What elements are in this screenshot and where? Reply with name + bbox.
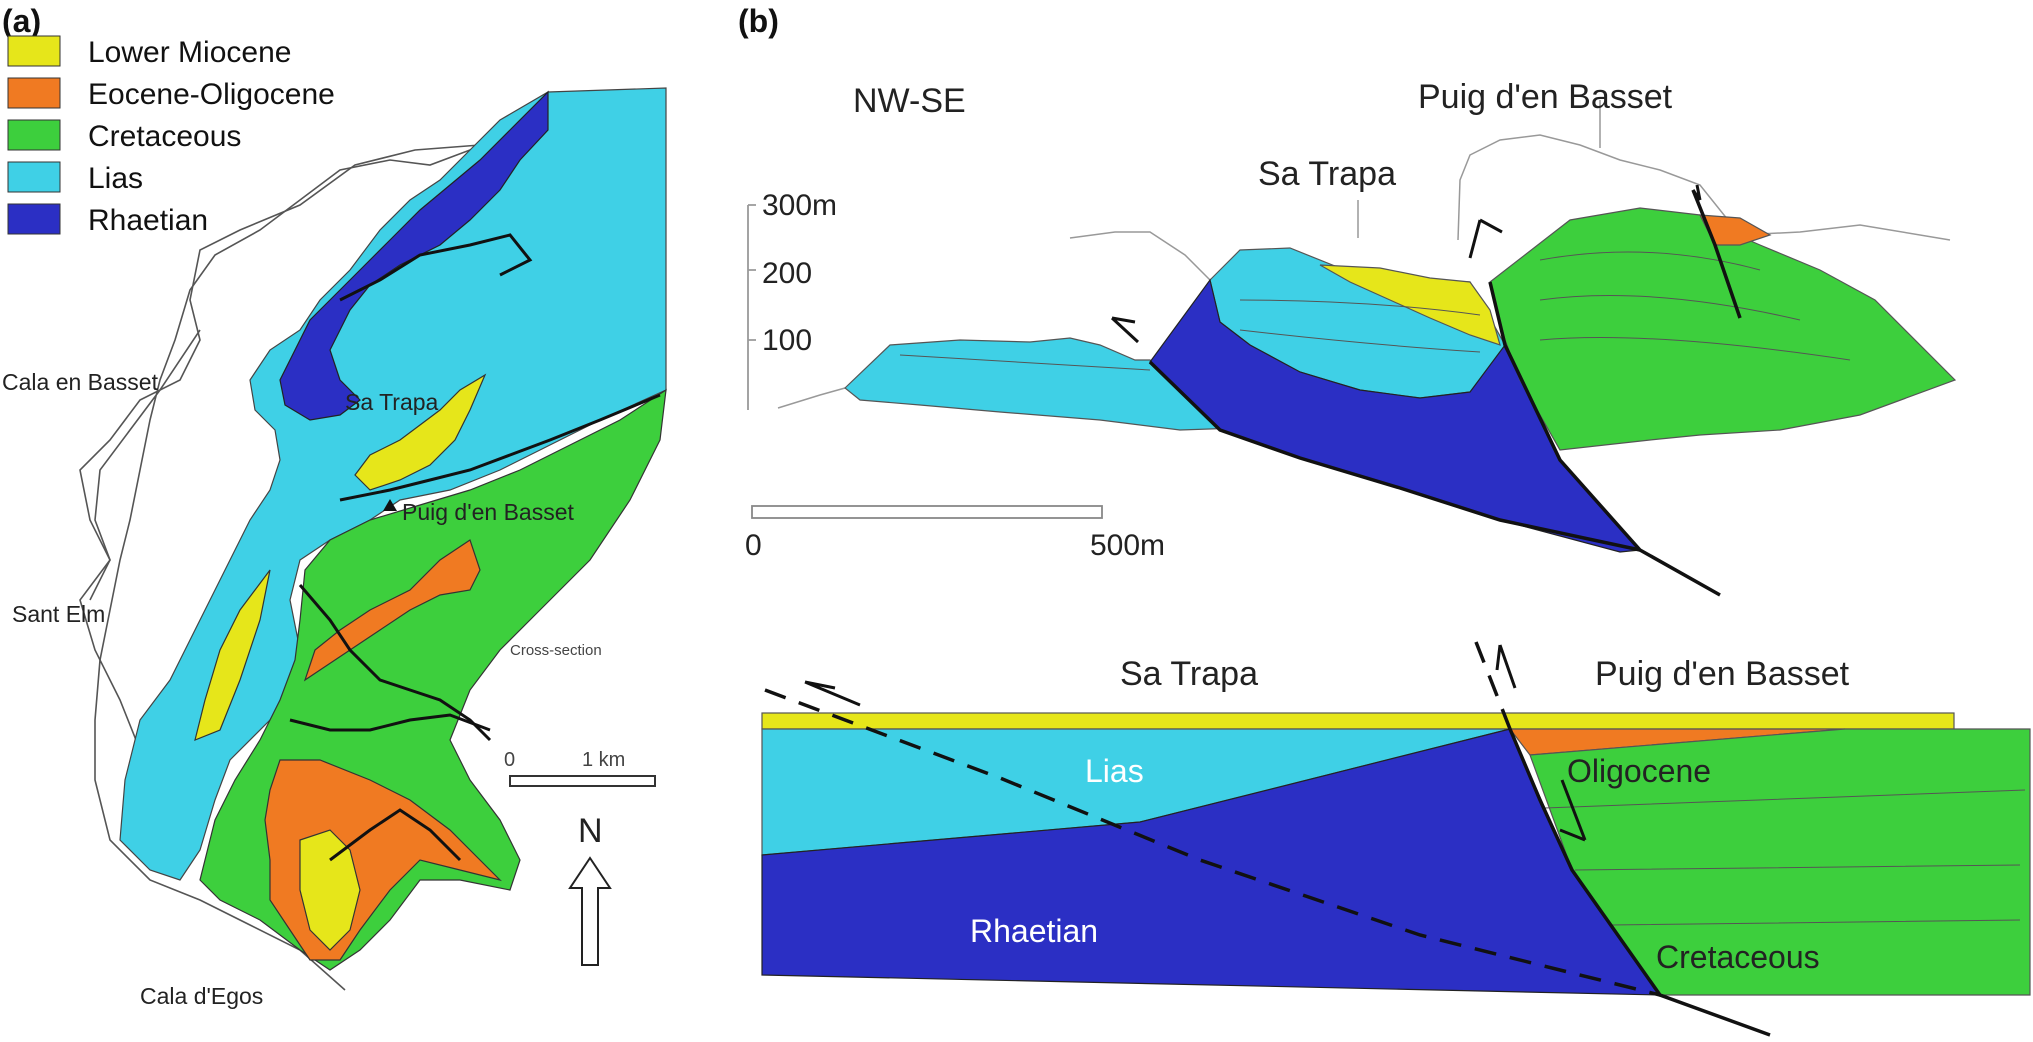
lower-section: Sa Trapa Puig d'en Basset Lias Oligocene…	[761, 641, 2031, 1037]
panel-a: (a) Lower Miocene Eocene-Oligocene Cr	[2, 3, 667, 1009]
place-puig-den-basset: Puig d'en Basset	[402, 499, 575, 525]
section-fault-thrust	[1148, 360, 1641, 552]
map-unit-lower-miocene-west	[194, 569, 271, 741]
legend-swatch-lias	[7, 161, 61, 193]
thrust-fault-3	[298, 584, 492, 742]
north-arrow-icon: N	[568, 812, 612, 966]
north-arrow-shape	[568, 856, 612, 966]
place-cala-en-basset: Cala en Basset	[2, 369, 159, 395]
section-bedding-lines	[899, 251, 1851, 371]
horizontal-scale-zero: 0	[745, 529, 762, 562]
vertical-scale-line	[747, 204, 756, 410]
place-sant-elm: Sant Elm	[12, 601, 105, 627]
legend-swatch-lower-miocene	[7, 35, 61, 67]
section-cretaceous-upper	[1489, 207, 1957, 451]
legend-label-lias: Lias	[88, 162, 143, 195]
vertical-scale-300m: 300m	[762, 189, 837, 222]
legend-label-eocene-oligocene: Eocene-Oligocene	[88, 78, 335, 111]
fault-arrow-icon-2	[1468, 218, 1503, 259]
north-arrow-label: N	[578, 812, 603, 850]
legend-label-cretaceous: Cretaceous	[88, 120, 241, 153]
peak-sa-trapa: Sa Trapa	[1258, 155, 1396, 193]
map-unit-lias	[119, 87, 667, 881]
map-unit-rhaetian	[279, 90, 549, 421]
legend-swatch-eocene-oligocene	[7, 77, 61, 109]
lower-fault-dashed-steep	[1474, 641, 1512, 730]
fault-arrow-icon-5	[1495, 644, 1517, 689]
topo-profile-line	[777, 134, 1951, 409]
vertical-scale-200: 200	[762, 257, 812, 290]
legend-swatch-rhaetian	[7, 203, 61, 235]
cross-section-label: Cross-section	[510, 642, 602, 659]
vertical-scale: 300m 200 100	[747, 189, 837, 410]
map-scale-zero: 0	[504, 749, 515, 771]
section-orientation: NW-SE	[853, 82, 966, 120]
thrust-fault-1	[339, 233, 533, 302]
map-scale-bar-rect	[509, 775, 656, 787]
thrust-fault-2	[339, 393, 661, 502]
place-cala-degos: Cala d'Egos	[140, 983, 263, 1009]
section-fault-main	[1488, 281, 1721, 597]
panel-b-label: (b)	[738, 3, 779, 39]
lower-bedding-lines	[1544, 789, 2026, 926]
fault-arrow-icon-6	[1559, 779, 1587, 842]
fault-arrow-icon-1	[1110, 316, 1140, 344]
legend-label-rhaetian: Rhaetian	[88, 204, 208, 237]
lower-label-rhaetian: Rhaetian	[970, 913, 1098, 949]
lower-label-oligocene: Oligocene	[1567, 753, 1711, 789]
panel-b: (b) NW-SE Puig d'en Basset Sa Trapa 300m…	[738, 3, 2031, 1037]
map-unit-lower-miocene-south	[299, 829, 361, 951]
map-scale-bar: 0 1 km	[504, 749, 656, 787]
lower-label-sa-trapa: Sa Trapa	[1120, 655, 1258, 693]
peak-puig-den-basset: Puig d'en Basset	[1418, 78, 1673, 116]
horizontal-scale-end: 500m	[1090, 529, 1165, 562]
place-sa-trapa: Sa Trapa	[345, 389, 439, 415]
summit-triangle-icon	[383, 499, 397, 511]
lower-label-lias: Lias	[1085, 753, 1144, 789]
lower-miocene-band	[761, 712, 1955, 730]
fault-arrow-icon-3	[1691, 184, 1702, 201]
horizontal-scale: 0 500m	[745, 505, 1165, 562]
lower-label-puig: Puig d'en Basset	[1595, 655, 1850, 693]
map-scale-end: 1 km	[582, 749, 625, 771]
map-unit-lower-miocene-satrapa	[354, 373, 487, 491]
section-miocene-upper	[1319, 264, 1501, 346]
lower-fault-main	[1508, 728, 1771, 1037]
lower-label-cretaceous: Cretaceous	[1656, 939, 1820, 975]
map-legend: Lower Miocene Eocene-Oligocene Cretaceou…	[7, 35, 335, 237]
thrust-fault-5	[329, 808, 462, 862]
horizontal-scale-bar	[751, 505, 1103, 519]
map-unit-eocene-oligocene	[303, 539, 481, 682]
thrust-fault-4	[289, 713, 491, 732]
fault-arrow-icon-4	[804, 680, 861, 707]
panel-a-label: (a)	[2, 3, 41, 39]
coastline-west	[79, 114, 546, 801]
vertical-scale-100: 100	[762, 324, 812, 357]
section-fault-east	[1691, 189, 1742, 319]
legend-label-lower-miocene: Lower Miocene	[88, 36, 291, 69]
legend-swatch-cretaceous	[7, 119, 61, 151]
